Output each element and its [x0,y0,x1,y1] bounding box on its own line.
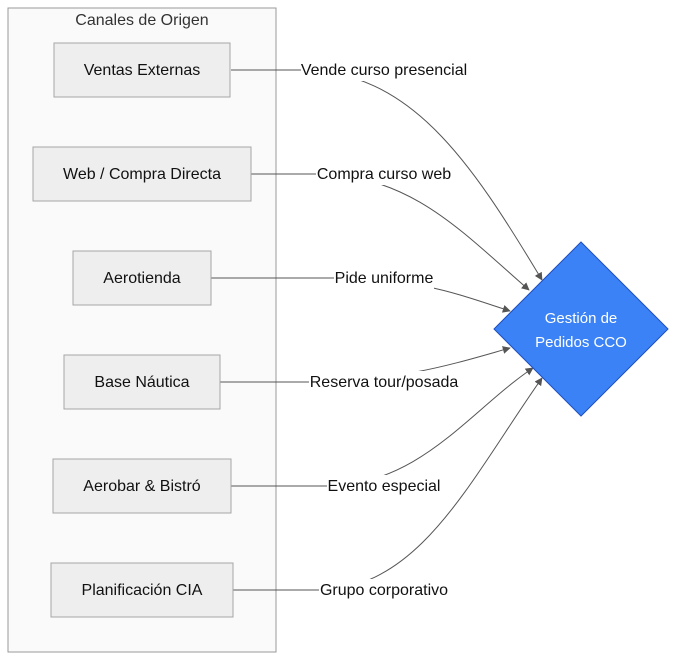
edge-label-web: Compra curso web [317,166,451,183]
node-label: Planificación CIA [82,582,203,599]
node-aerobar-bistro[interactable]: Aerobar & Bistró [52,458,232,514]
cluster-canales-de-origen: Canales de Origen [7,7,277,653]
edge-label-aerobar: Evento especial [328,478,441,495]
target-label-line1: Gestión de [545,310,618,327]
node-label: Base Náutica [94,374,189,391]
cluster-box [7,7,277,653]
node-label: Web / Compra Directa [63,166,221,183]
node-label: Ventas Externas [84,62,201,79]
cluster-title: Canales de Origen [75,12,208,29]
node-planificacion-cia[interactable]: Planificación CIA [50,562,234,618]
node-gestion-pedidos-cco[interactable]: Gestión de Pedidos CCO [493,241,669,417]
edge-label-cia: Grupo corporativo [320,582,448,599]
edge-label-ventas: Vende curso presencial [301,62,467,79]
node-web-compra-directa[interactable]: Web / Compra Directa [32,146,252,202]
node-base-nautica[interactable]: Base Náutica [63,354,221,410]
edge-label-nautica: Reserva tour/posada [310,374,459,391]
node-aerotienda[interactable]: Aerotienda [72,250,212,306]
edge-label-aerotienda: Pide uniforme [335,270,434,287]
target-label-line2: Pedidos CCO [535,334,627,351]
node-ventas-externas[interactable]: Ventas Externas [53,42,231,98]
node-label: Aerotienda [103,270,180,287]
node-label: Aerobar & Bistró [83,478,200,495]
decision-diamond [493,241,669,417]
edge-labels: Vende curso presencial Compra curso web … [301,59,467,601]
source-nodes: Ventas Externas Web / Compra Directa Aer… [32,42,252,618]
